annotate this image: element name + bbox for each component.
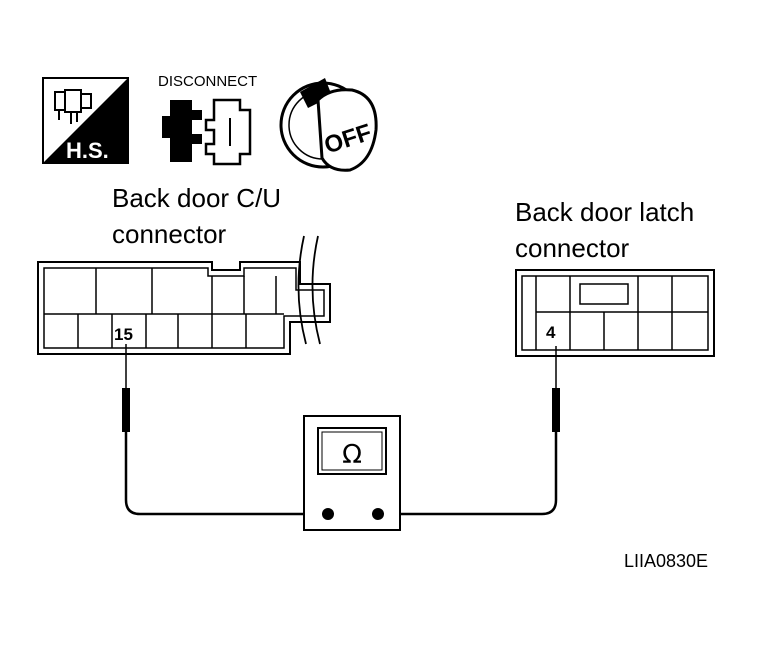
left-connector-label-line1: Back door C/U (112, 183, 282, 213)
meter-terminal-right (372, 508, 384, 520)
back-door-latch-connector: 4 (515, 269, 715, 357)
right-probe (378, 346, 560, 516)
left-pin-number: 15 (114, 325, 133, 344)
ohmmeter-icon: Ω (303, 415, 401, 531)
left-connector-label-line2: connector (112, 219, 227, 249)
harness-sensor-icon: H.S. (42, 77, 129, 164)
ignition-key-icon: OFF (279, 78, 378, 172)
meter-terminal-left (322, 508, 334, 520)
right-connector-label-line2: connector (515, 233, 630, 263)
right-connector-label-line1: Back door latch (515, 197, 695, 227)
ohm-symbol: Ω (342, 440, 362, 470)
figure-code: LIIA0830E (624, 551, 709, 571)
disconnect-text: DISCONNECT (158, 73, 257, 90)
disconnect-connector-icon: DISCONNECT (158, 73, 257, 166)
right-pin-number: 4 (546, 323, 556, 342)
left-probe (122, 344, 328, 516)
hs-badge-text: H.S. (66, 138, 109, 163)
back-door-cu-connector: 15 (37, 235, 331, 355)
